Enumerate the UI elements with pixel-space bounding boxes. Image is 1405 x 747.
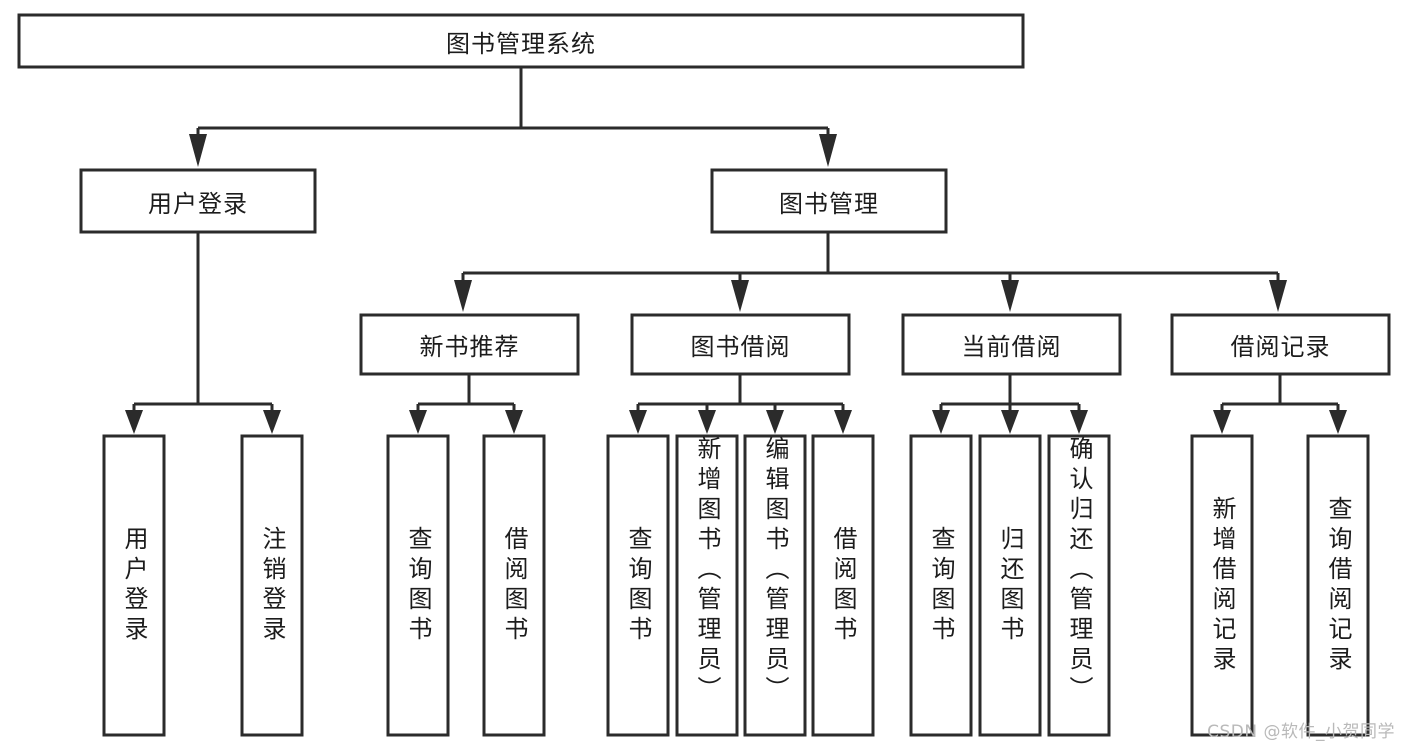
node-leaf-query-book-1[interactable] xyxy=(386,434,450,737)
arrow-to-leaf-query-book-3 xyxy=(932,410,950,434)
arrow-to-leaf-add-record xyxy=(1213,410,1231,434)
node-book-manage[interactable] xyxy=(710,168,948,234)
node-user-login[interactable] xyxy=(79,168,317,234)
node-leaf-add-book[interactable] xyxy=(675,434,739,737)
node-borrow-record[interactable] xyxy=(1170,313,1391,376)
arrow-to-book-manage xyxy=(819,134,837,167)
node-leaf-user-login[interactable] xyxy=(102,434,166,737)
arrow-to-user-login xyxy=(189,134,207,167)
arrow-to-leaf-borrow-book-1 xyxy=(505,410,523,434)
arrow-to-leaf-borrow-book-2 xyxy=(834,410,852,434)
node-leaf-query-book-2[interactable] xyxy=(606,434,670,737)
node-root[interactable] xyxy=(17,13,1025,69)
node-leaf-add-record[interactable] xyxy=(1190,434,1254,737)
node-book-borrow[interactable] xyxy=(630,313,851,376)
arrow-to-leaf-logout-login xyxy=(263,410,281,434)
arrow-to-leaf-return-book xyxy=(1001,410,1019,434)
arrow-to-leaf-confirm-return xyxy=(1070,410,1088,434)
arrow-to-new-book-recommend xyxy=(454,280,472,312)
node-leaf-edit-book[interactable] xyxy=(743,434,807,737)
node-leaf-borrow-book-1[interactable] xyxy=(482,434,546,737)
arrow-to-leaf-query-record xyxy=(1329,410,1347,434)
node-leaf-borrow-book-2[interactable] xyxy=(811,434,875,737)
arrow-to-leaf-query-book-2 xyxy=(629,410,647,434)
arrow-to-current-borrow xyxy=(1001,280,1019,312)
arrow-to-leaf-edit-book xyxy=(766,410,784,434)
node-leaf-return-book[interactable] xyxy=(978,434,1042,737)
arrow-to-leaf-query-book-1 xyxy=(409,410,427,434)
node-leaf-query-book-3[interactable] xyxy=(909,434,973,737)
node-leaf-logout-login[interactable] xyxy=(240,434,304,737)
node-current-borrow[interactable] xyxy=(901,313,1122,376)
node-new-book-recommend[interactable] xyxy=(359,313,580,376)
arrow-to-borrow-record xyxy=(1269,280,1287,312)
arrow-to-leaf-user-login xyxy=(125,410,143,434)
node-leaf-confirm-return[interactable] xyxy=(1047,434,1111,737)
arrow-to-book-borrow xyxy=(731,280,749,312)
node-leaf-query-record[interactable] xyxy=(1306,434,1370,737)
arrow-to-leaf-add-book xyxy=(698,410,716,434)
